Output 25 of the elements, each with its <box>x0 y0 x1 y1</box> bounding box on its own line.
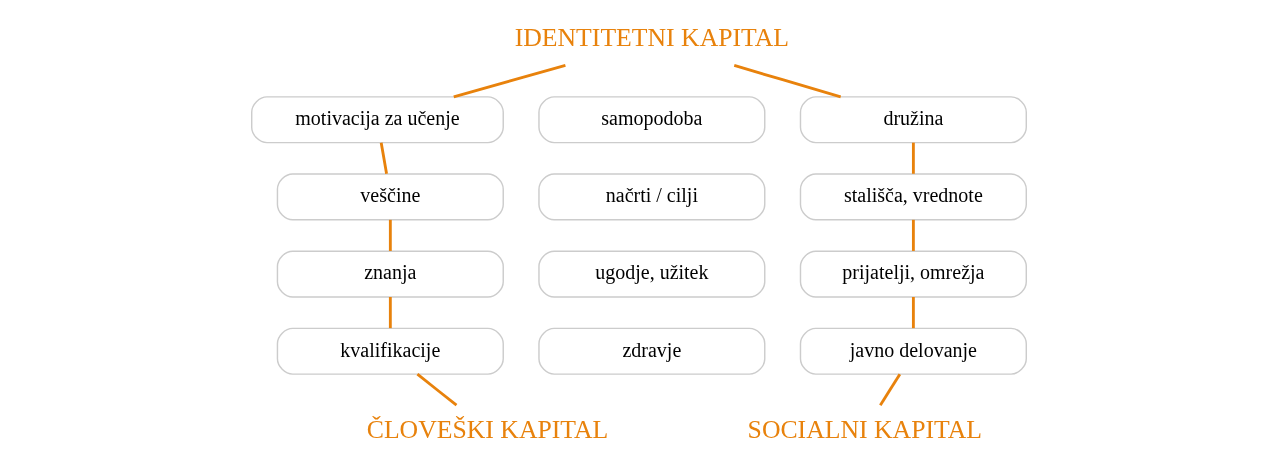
node-box: zdravje <box>538 327 766 375</box>
connector <box>416 373 458 407</box>
connector <box>911 219 915 251</box>
node-box: javno delovanje <box>799 327 1027 375</box>
node-box: prijatelji, omrežja <box>799 250 1027 298</box>
node-text: IDENTITETNI KAPITAL <box>514 23 790 52</box>
connector <box>453 64 566 99</box>
node-text: SOCIALNI KAPITAL <box>747 414 982 444</box>
node-box: motivacija za učenje <box>251 96 504 144</box>
connector <box>379 142 388 175</box>
node-box: veščine <box>276 173 504 221</box>
connector <box>879 373 902 406</box>
node-text: ČLOVEŠKI KAPITAL <box>366 414 609 444</box>
connector <box>911 142 915 174</box>
node-box: stališča, vrednote <box>799 173 1027 221</box>
node-box: družina <box>799 96 1027 144</box>
connector <box>911 297 915 329</box>
connector <box>388 219 392 251</box>
node-box: znanja <box>276 250 504 298</box>
node-box: načrti / cilji <box>538 173 766 221</box>
node-box: samopodoba <box>538 96 766 144</box>
node-box: ugodje, užitek <box>538 250 766 298</box>
connector <box>733 64 842 99</box>
connector <box>388 297 392 329</box>
node-box: kvalifikacije <box>276 327 504 375</box>
